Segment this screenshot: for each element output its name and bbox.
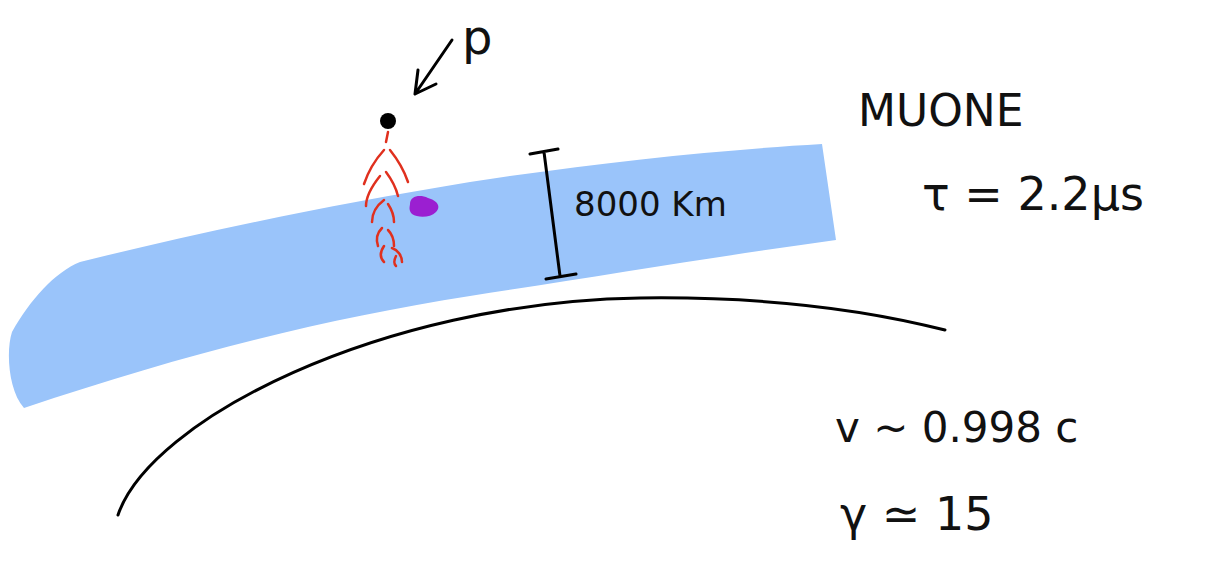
particle-shower: [364, 132, 408, 266]
velocity-value: v ~ 0.998 c: [835, 404, 1078, 452]
dimension-label: 8000 Km: [574, 185, 727, 224]
lifetime-value: τ = 2.2μs: [922, 168, 1144, 221]
particle-label: p: [462, 10, 492, 65]
particle-name: MUONE: [858, 86, 1024, 137]
atmosphere-band: [9, 144, 836, 408]
lorentz-factor: γ ≃ 15: [840, 488, 994, 541]
earth-surface: [118, 298, 945, 515]
proton-dot: [380, 113, 396, 129]
thickness-bracket: [530, 149, 576, 279]
proton-arrow: [415, 40, 452, 94]
muon-blob: [410, 196, 439, 217]
